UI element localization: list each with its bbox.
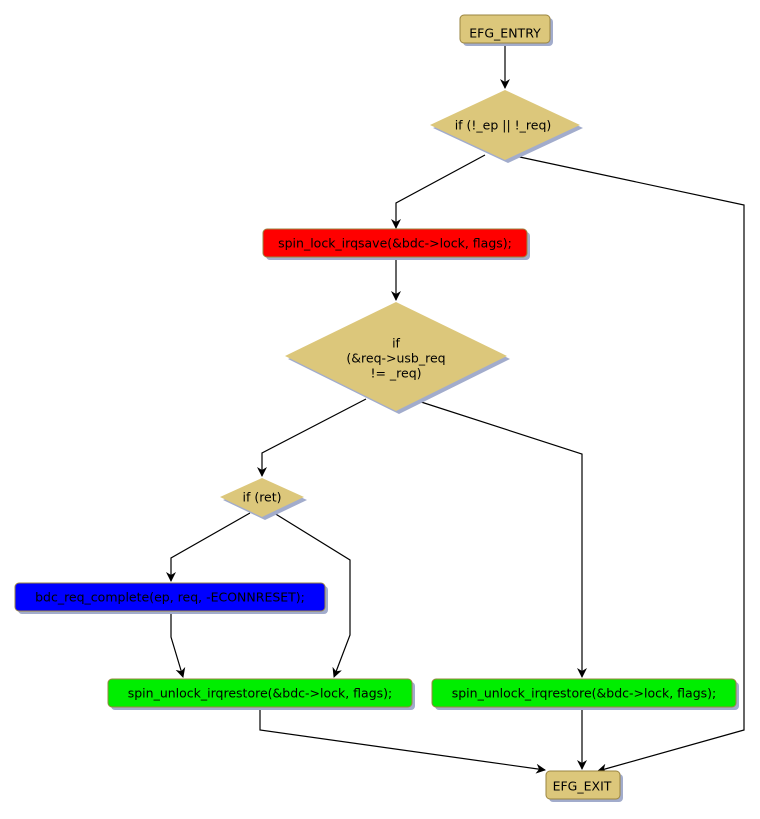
decision-usb-req-line-3: != _req) xyxy=(370,366,421,381)
exit-label: EFG_EXIT xyxy=(553,779,612,794)
decision-ep-req-label: if (!_ep || !_req) xyxy=(455,118,552,133)
unlock-right-label: spin_unlock_irqrestore(&bdc->lock, flags… xyxy=(452,686,717,701)
edge-check-usb-req-to-unlock-right xyxy=(417,400,587,678)
edge-check-ep-req-to-lock xyxy=(391,154,486,229)
edge-check-usb-req-to-check-ret xyxy=(257,398,367,477)
complete-label: bdc_req_complete(ep, req, -ECONNRESET); xyxy=(35,590,305,605)
entry-node[interactable]: EFG_ENTRY xyxy=(459,14,553,46)
complete-node[interactable]: bdc_req_complete(ep, req, -ECONNRESET); xyxy=(14,582,328,614)
unlock-left-label: spin_unlock_irqrestore(&bdc->lock, flags… xyxy=(128,686,393,701)
exit-node[interactable]: EFG_EXIT xyxy=(545,770,623,802)
decision-usb-req-line-1: if xyxy=(392,336,400,351)
edge-complete-to-unlock-left xyxy=(170,612,186,678)
edge-check-ret-to-complete xyxy=(166,512,251,582)
unlock-left-node[interactable]: spin_unlock_irqrestore(&bdc->lock, flags… xyxy=(107,678,415,710)
decision-ret-label: if (ret) xyxy=(242,490,281,505)
entry-label: EFG_ENTRY xyxy=(469,26,541,41)
lock-node[interactable]: spin_lock_irqsave(&bdc->lock, flags); xyxy=(262,228,530,260)
edge-check-ep-req-to-exit xyxy=(514,155,745,774)
unlock-right-node[interactable]: spin_unlock_irqrestore(&bdc->lock, flags… xyxy=(431,678,739,710)
decision-usb-req-line-2: (&req->usb_req xyxy=(346,351,445,366)
edge-unlock-left-to-exit xyxy=(259,708,546,774)
decision-ep-req[interactable]: if (!_ep || !_req) xyxy=(430,90,583,163)
decision-ret[interactable]: if (ret) xyxy=(220,478,307,520)
lock-label: spin_lock_irqsave(&bdc->lock, flags); xyxy=(278,236,512,251)
edge-check-ret-to-unlock-left xyxy=(273,512,351,678)
decision-usb-req[interactable]: if (&req->usb_req != _req) xyxy=(285,302,510,414)
